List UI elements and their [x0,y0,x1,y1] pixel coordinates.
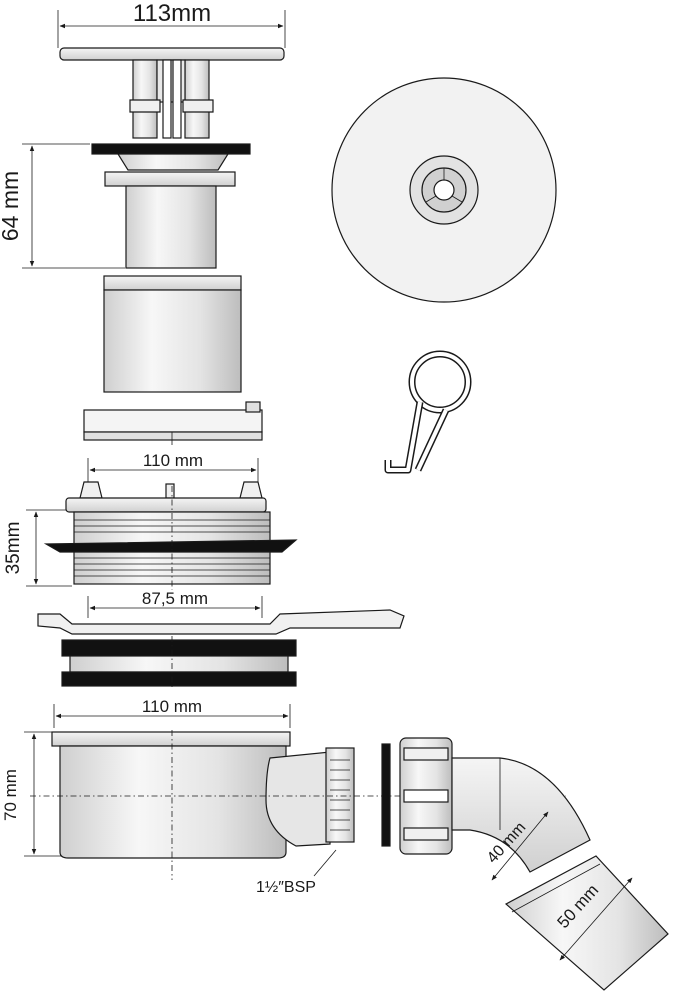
top-cover: 113mm [57,0,286,139]
ring-dimension: 110 mm [87,451,259,482]
gaskets [61,636,297,690]
body-height-label: 64 mm [0,171,23,241]
trap-width-label: 110 mm [142,697,202,716]
cover-width-label: 113mm [133,0,211,27]
flange-inner-label: 87,5 mm [142,589,208,608]
outlet-thread-lines [330,759,350,831]
round-cover-top-view [331,77,557,303]
cover-clip-legs [129,59,214,139]
threaded-body: 35mm [3,481,298,590]
outlet-gasket [381,743,391,847]
trap-width-dimension: 110 mm [53,697,291,728]
flange: 87,5 mm [37,589,405,635]
outlet-elbow: 40 mm 50 mm [381,737,669,991]
thread-height-label: 35mm [3,522,24,575]
seal-washer [43,539,298,553]
outlet-thread-label: 1½″BSP [256,879,316,896]
sleeve [103,275,242,393]
hook-tool [384,350,472,474]
plastic-ring [83,401,263,445]
ring-width-label: 110 mm [143,451,203,470]
grate-body: 64 mm [0,143,251,269]
trap-height-label: 70 mm [1,769,20,821]
